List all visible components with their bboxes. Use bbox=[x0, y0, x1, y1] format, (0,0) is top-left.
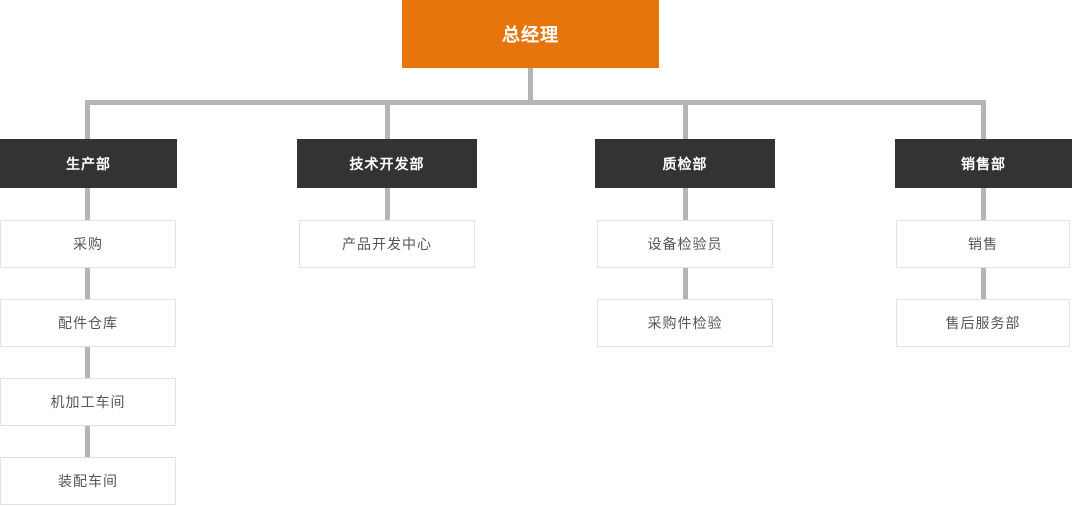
org-node-general-manager: 总经理 bbox=[402, 0, 659, 68]
connector-qa-child-1 bbox=[683, 188, 688, 220]
connector-production-child-3 bbox=[85, 347, 90, 378]
connector-drop-tech bbox=[385, 105, 390, 139]
org-node-product-dev-center: 产品开发中心 bbox=[299, 220, 475, 268]
org-node-purchased-parts-inspection: 采购件检验 bbox=[597, 299, 773, 347]
connector-production-child-1 bbox=[85, 188, 90, 220]
org-node-machining-shop: 机加工车间 bbox=[0, 378, 176, 426]
org-node-sales: 销售 bbox=[896, 220, 1070, 268]
org-node-qa-dept: 质检部 bbox=[595, 139, 775, 188]
connector-tech-child-1 bbox=[385, 188, 390, 220]
org-node-sales-dept: 销售部 bbox=[895, 139, 1072, 188]
org-node-purchasing: 采购 bbox=[0, 220, 176, 268]
org-node-production-dept: 生产部 bbox=[0, 139, 177, 188]
org-node-assembly-shop: 装配车间 bbox=[0, 457, 176, 505]
connector-drop-sales bbox=[981, 105, 986, 139]
connector-horizontal-bus bbox=[85, 100, 986, 105]
connector-production-child-4 bbox=[85, 426, 90, 457]
org-node-parts-warehouse: 配件仓库 bbox=[0, 299, 176, 347]
org-node-tech-dev-dept: 技术开发部 bbox=[297, 139, 477, 188]
connector-sales-child-2 bbox=[981, 268, 986, 299]
connector-drop-qa bbox=[683, 105, 688, 139]
connector-qa-child-2 bbox=[683, 268, 688, 299]
connector-production-child-2 bbox=[85, 268, 90, 299]
connector-root-stub bbox=[528, 68, 533, 105]
org-node-after-sales-service: 售后服务部 bbox=[896, 299, 1070, 347]
org-node-equipment-inspector: 设备检验员 bbox=[597, 220, 773, 268]
connector-sales-child-1 bbox=[981, 188, 986, 220]
connector-drop-production bbox=[85, 105, 90, 139]
